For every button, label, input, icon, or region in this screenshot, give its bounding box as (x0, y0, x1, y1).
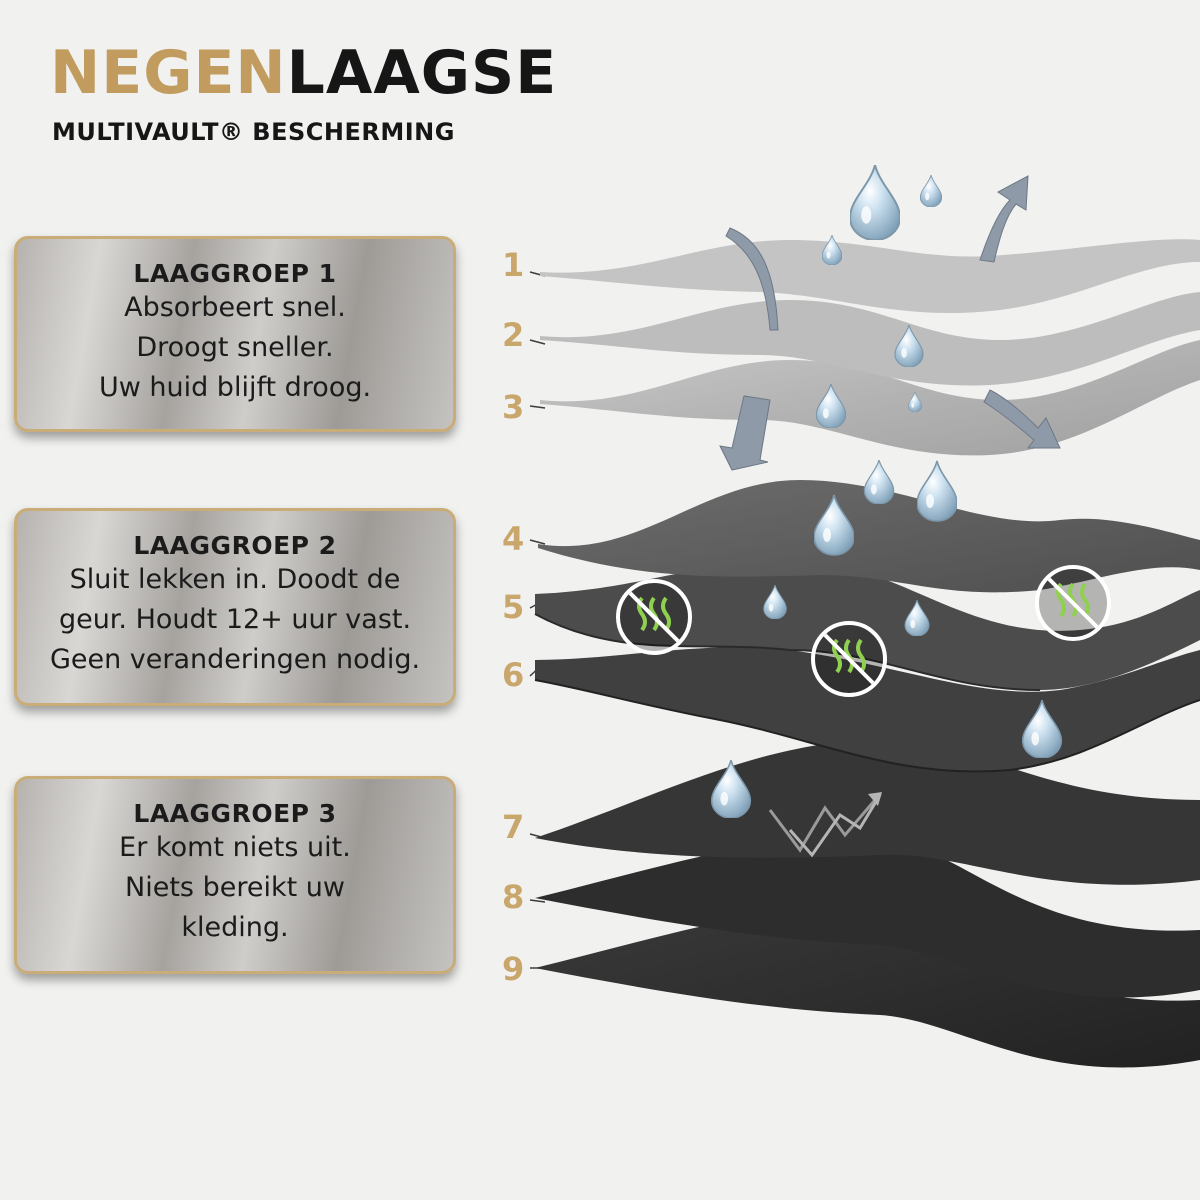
layer-number-1: 1 (502, 246, 525, 284)
no-odor-icon (811, 621, 887, 697)
group-line: Niets bereikt uw (125, 872, 345, 903)
layer-number-3: 3 (502, 388, 525, 426)
title-highlight: NEGEN (50, 38, 287, 108)
layer-number-5: 5 (502, 588, 525, 626)
layer-1 (540, 239, 1200, 314)
layer-9 (535, 905, 1200, 1068)
group-line: Droogt sneller. (136, 332, 334, 363)
group-line: kleding. (181, 912, 289, 943)
group-title: LAAGGROEP 3 (133, 799, 337, 828)
layer-number-2: 2 (502, 316, 525, 354)
layer-group-3-panel: LAAGGROEP 3 Er komt niets uit. Niets ber… (14, 776, 456, 974)
layer-number-8: 8 (502, 878, 525, 916)
no-odor-icon (1035, 565, 1111, 641)
layer-group-2-panel: LAAGGROEP 2 Sluit lekken in. Doodt de ge… (14, 508, 456, 706)
airflow-arrow-icon (719, 175, 1061, 471)
bounce-arrow-icon (788, 794, 882, 858)
layer-number-4: 4 (502, 520, 525, 558)
page-subtitle: MULTIVAULT® BESCHERMING (52, 118, 455, 146)
no-odor-icon (616, 579, 692, 655)
group-line: Uw huid blijft droog. (98, 372, 372, 403)
layer-number-9: 9 (502, 950, 525, 988)
layer-4 (538, 480, 1200, 593)
layer-group-1-panel: LAAGGROEP 1 Absorbeert snel. Droogt snel… (14, 236, 456, 432)
group-title: LAAGGROEP 1 (133, 259, 337, 288)
group-title: LAAGGROEP 2 (133, 531, 337, 560)
layer-2 (540, 292, 1200, 386)
layer-5 (534, 560, 1200, 691)
group-line: Geen veranderingen nodig. (49, 644, 421, 675)
layer-7 (535, 740, 1200, 885)
leader-lines (529, 271, 546, 969)
title-rest: LAAGSE (286, 38, 558, 108)
group-line: Er komt niets uit. (119, 832, 351, 863)
group-line: Absorbeert snel. (124, 292, 346, 323)
layer-8 (535, 835, 1200, 998)
layer-number-6: 6 (502, 656, 525, 694)
page-title: NEGENLAAGSE (50, 38, 557, 108)
layer-number-7: 7 (502, 808, 525, 846)
group-line: Sluit lekken in. Doodt de (69, 564, 401, 595)
group-line: geur. Houdt 12+ uur vast. (58, 604, 412, 635)
